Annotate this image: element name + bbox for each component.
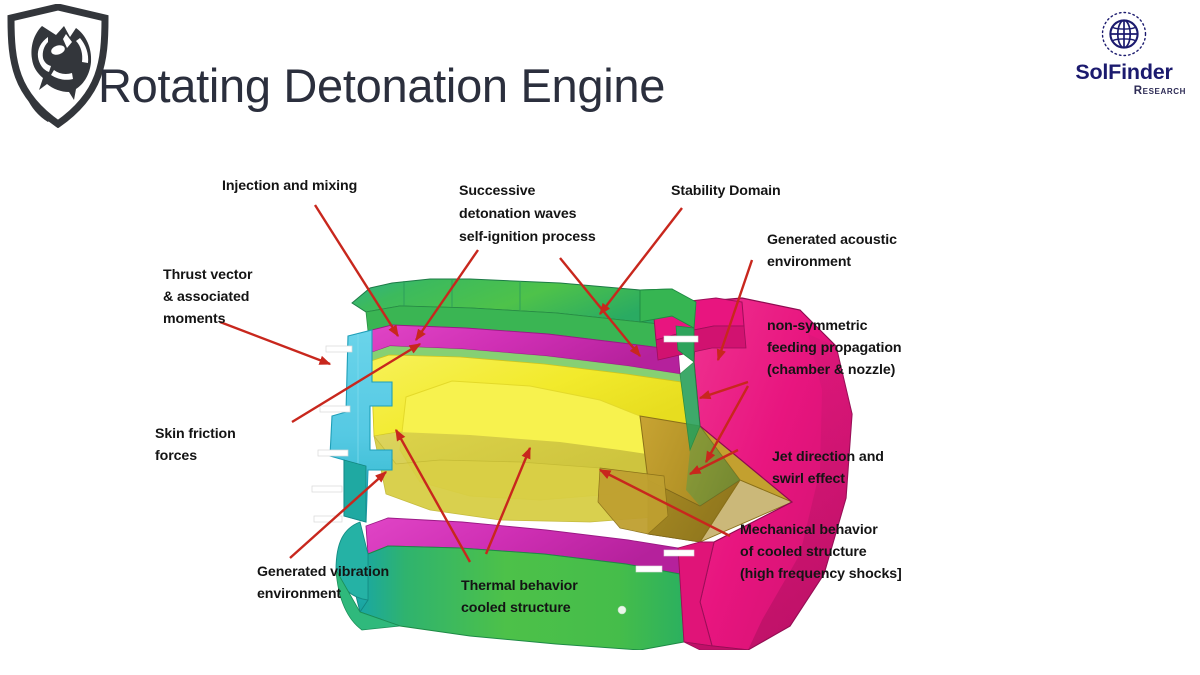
page-title: Rotating Detonation Engine <box>98 59 666 112</box>
arrow-non-symmetric-feeding-2 <box>704 385 750 464</box>
brand-name: SolFinder <box>1075 60 1173 84</box>
brand-subtitle: Research <box>1133 84 1186 97</box>
engine-geometry <box>311 278 853 650</box>
label-injection-and-mixing: Injection and mixing <box>222 178 357 194</box>
arrow-jet-direction-and-swirl <box>688 448 739 476</box>
arrow-non-symmetric-feeding <box>698 380 749 400</box>
engine-figure: Injection and mixing Successive detonati… <box>0 150 1200 650</box>
label-stability-domain: Stability Domain <box>671 183 781 199</box>
arrow-thermal-behavior-cooled <box>394 428 472 563</box>
arrow-generated-vibration-environment <box>289 471 387 559</box>
annotation-labels: Injection and mixing Successive detonati… <box>155 178 905 616</box>
arrow-successive-detonation-waves <box>415 249 479 342</box>
arrow-stability-domain <box>599 207 683 315</box>
label-mechanical-behavior-of-cooled-structure: Mechanical behavior of cooled structure … <box>740 522 902 582</box>
lion-shield-logo-icon <box>6 3 110 129</box>
arrow-injection-and-mixing <box>313 204 400 338</box>
arrow-thermal-behavior-cooled-2 <box>484 446 532 555</box>
arrow-generated-acoustic-environment <box>716 259 754 362</box>
label-jet-direction-and-swirl-effect: Jet direction and swirl effect <box>772 449 888 487</box>
label-generated-vibration-environment: Generated vibration environment <box>257 564 393 602</box>
solfinder-research-logo: SolFinder Research <box>1056 8 1192 97</box>
leader-arrows <box>219 204 754 563</box>
label-thermal-behavior-cooled-structure: Thermal behavior cooled structure <box>461 578 582 616</box>
label-generated-acoustic-environment: Generated acoustic environment <box>767 232 901 270</box>
arrow-thrust-vector <box>219 320 332 366</box>
arrow-skin-friction-forces <box>291 342 422 424</box>
label-non-symmetric-feeding-propagation: non-symmetric feeding propagation (chamb… <box>767 318 905 378</box>
label-skin-friction-forces: Skin friction forces <box>155 426 240 464</box>
globe-icon <box>1056 8 1192 60</box>
label-thrust-vector-and-associated-moments: Thrust vector & associated moments <box>163 267 256 327</box>
label-successive-detonation-waves: Successive detonation waves self-ignitio… <box>459 183 596 245</box>
arrow-mechanical-behavior <box>598 468 731 538</box>
